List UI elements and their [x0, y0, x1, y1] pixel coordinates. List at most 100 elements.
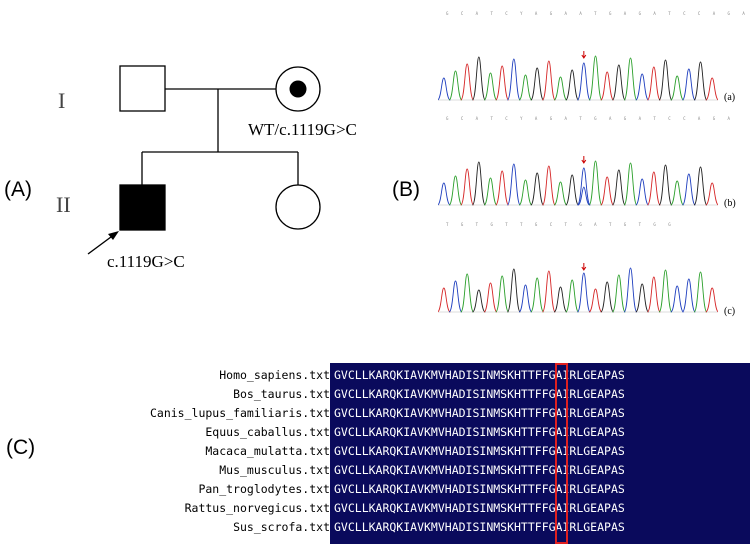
- species-name: Sus_scrofa.txt: [233, 520, 330, 534]
- trace-peak: [681, 278, 696, 313]
- proband-arrow: [87, 233, 116, 255]
- trace-peak: [460, 273, 475, 313]
- father-symbol: [119, 65, 166, 112]
- chromatogram-trace-a: [438, 51, 718, 101]
- trace-peak: [553, 76, 568, 101]
- conserved-residue-highlight: [555, 363, 568, 544]
- trace-peak: [495, 275, 510, 313]
- species-list: Homo_sapiens.txt Bos_taurus.txt Canis_lu…: [0, 366, 330, 537]
- trace-peak: [623, 267, 638, 313]
- trace-peak: [670, 180, 685, 206]
- species-name: Macaca_mulatta.txt: [205, 444, 330, 458]
- trace-peak: [530, 172, 545, 206]
- proband-genotype-label: c.1119G>C: [107, 252, 185, 271]
- alignment-row: GVCLLKARQKIAVKMVHADISINMSKHTTFFGAIRLGEAP…: [334, 520, 625, 534]
- trace-peak: [588, 160, 603, 206]
- alignment-row: GVCLLKARQKIAVKMVHADISINMSKHTTFFGAIRLGEAP…: [334, 463, 625, 477]
- trace-peak: [472, 289, 486, 313]
- trace-b-bases: G C A T C Y A G A T G A G A T C C A G A: [446, 116, 735, 121]
- trace-peak: [600, 71, 615, 101]
- trace-peak: [565, 174, 580, 206]
- alignment-row: GVCLLKARQKIAVKMVHADISINMSKHTTFFGAIRLGEAP…: [334, 368, 625, 382]
- trace-peak: [611, 274, 626, 313]
- trace-peak: [448, 175, 463, 206]
- trace-peak: [495, 65, 510, 101]
- species-name: Bos_taurus.txt: [233, 387, 330, 401]
- alignment-row: GVCLLKARQKIAVKMVHADISINMSKHTTFFGAIRLGEAP…: [334, 425, 625, 439]
- species-name: Pan_troglodytes.txt: [198, 482, 330, 496]
- trace-a-bases: G C A T C Y A G A A T G A G A T C C A G …: [446, 11, 750, 16]
- panel-label-c: (C): [6, 436, 36, 459]
- trace-peak: [646, 66, 661, 101]
- trace-peak: [438, 182, 451, 206]
- trace-peak: [495, 170, 510, 206]
- daughter-symbol: [275, 184, 321, 230]
- trace-peak: [518, 74, 533, 101]
- trace-peak: [576, 62, 591, 101]
- trace-peak: [518, 179, 533, 206]
- trace-peak: [658, 269, 673, 313]
- trace-peak: [541, 60, 556, 101]
- chromatogram-trace-b: [438, 156, 718, 206]
- trace-peak: [483, 177, 498, 206]
- trace-peak: [658, 59, 673, 101]
- trace-peak: [530, 277, 545, 313]
- mother-genotype-label: WT/c.1119G>C: [248, 120, 357, 139]
- trace-peak: [541, 270, 556, 313]
- variant-marker-arrow: [581, 51, 587, 59]
- pedigree-diagram: [87, 65, 321, 255]
- alignment-row: GVCLLKARQKIAVKMVHADISINMSKHTTFFGAIRLGEAP…: [334, 444, 625, 458]
- trace-peak: [623, 57, 638, 101]
- panel-label-b: (B): [392, 178, 420, 201]
- trace-peak: [611, 64, 626, 101]
- variant-marker-arrow: [581, 263, 587, 271]
- trace-peak: [448, 70, 463, 101]
- trace-peak: [635, 178, 650, 206]
- trace-peak: [600, 176, 615, 206]
- heterozygous-peak: [577, 186, 590, 206]
- trace-peak: [635, 283, 650, 313]
- trace-peak: [705, 77, 718, 101]
- trace-peak: [646, 171, 661, 206]
- trace-peak: [460, 168, 475, 206]
- trace-peak: [705, 287, 718, 313]
- trace-peak: [483, 72, 498, 101]
- species-name: Equus_caballus.txt: [205, 425, 330, 439]
- trace-peak: [438, 77, 451, 101]
- trace-peak: [553, 286, 568, 313]
- species-name: Homo_sapiens.txt: [219, 368, 330, 382]
- trace-peak: [693, 61, 708, 101]
- trace-peak: [611, 169, 626, 206]
- sequence-alignment: GVCLLKARQKIAVKMVHADISINMSKHTTFFGAIRLGEAP…: [330, 363, 750, 544]
- trace-peak: [565, 279, 580, 313]
- trace-peak: [670, 75, 685, 101]
- chromatogram-trace-c: [438, 263, 718, 313]
- trace-peak: [623, 162, 638, 206]
- trace-peak: [576, 167, 591, 206]
- trace-peak: [460, 63, 475, 101]
- panel-label-a: (A): [4, 178, 32, 201]
- trace-peak: [471, 161, 486, 206]
- trace-peak: [658, 164, 673, 206]
- trace-c-bases: T G T G T T G C T G A T G T G G: [446, 222, 676, 227]
- trace-peak: [506, 268, 521, 313]
- trace-label-c: (c): [724, 306, 736, 317]
- trace-peak: [483, 282, 498, 313]
- trace-peak: [705, 182, 718, 206]
- trace-peak: [681, 68, 696, 101]
- mother-carrier-dot: [289, 80, 307, 98]
- trace-peak: [600, 281, 615, 313]
- trace-peak: [646, 276, 661, 313]
- proband-symbol: [119, 184, 166, 231]
- trace-peak: [588, 55, 603, 101]
- alignment-row: GVCLLKARQKIAVKMVHADISINMSKHTTFFGAIRLGEAP…: [334, 501, 625, 515]
- trace-peak: [588, 288, 603, 313]
- trace-peak: [448, 280, 463, 313]
- trace-peak: [576, 272, 591, 313]
- alignment-row: GVCLLKARQKIAVKMVHADISINMSKHTTFFGAIRLGEAP…: [334, 482, 625, 496]
- trace-peak: [506, 58, 521, 101]
- trace-peak: [438, 287, 451, 313]
- variant-marker-arrow: [581, 156, 587, 164]
- trace-peak: [693, 166, 708, 206]
- trace-peak: [530, 67, 545, 101]
